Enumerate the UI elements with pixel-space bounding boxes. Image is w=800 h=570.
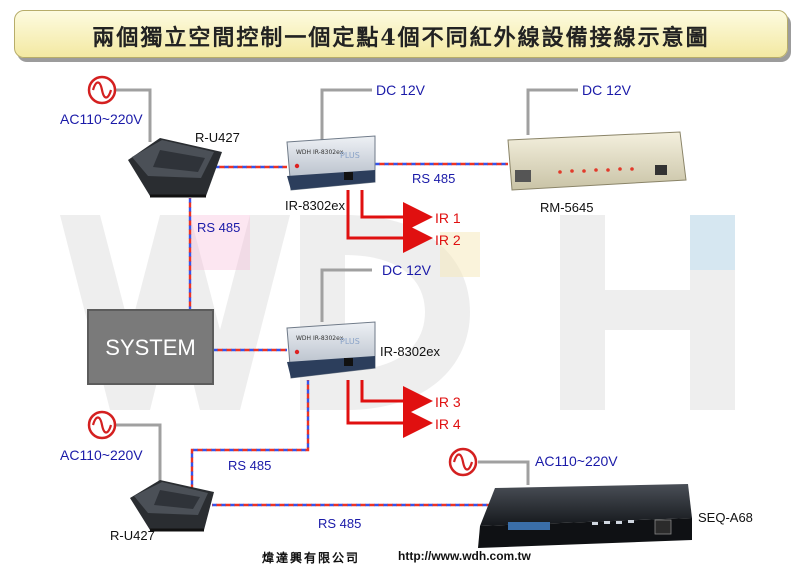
power-cord-ir-top [320, 88, 372, 143]
ir-8302ex-device: WDH IR-8302ex PLUS [286, 135, 376, 191]
dc-power-label: DC 12V [582, 82, 632, 98]
rs485-label: RS 485 [412, 171, 455, 186]
seq-a68-label: SEQ-A68 [698, 510, 753, 525]
watermark-pink-accent [190, 215, 250, 270]
rm-5645-label: RM-5645 [540, 200, 593, 215]
r-u427-device [128, 138, 222, 198]
rs485-wires [188, 162, 508, 507]
ac-power-icon [87, 75, 117, 105]
ir-outputs [346, 190, 433, 438]
ac-power-label: AC110~220V [535, 453, 618, 469]
watermark-blue-accent [690, 215, 735, 270]
r-u427-device [130, 480, 214, 532]
system-box: SYSTEM [87, 309, 214, 385]
system-label: SYSTEM [105, 335, 195, 360]
dc-power-label: DC 12V [382, 262, 432, 278]
ir-face-model: WDH IR-8302ex [296, 335, 344, 342]
power-cord-ir-mid [320, 268, 372, 322]
ir2-label: IR 2 [435, 232, 461, 248]
power-cord-ru427-top [116, 88, 152, 142]
ir-8302ex-label: IR-8302ex [285, 198, 345, 213]
power-cord-seq [478, 460, 530, 485]
ir4-label: IR 4 [435, 416, 461, 432]
ir3-label: IR 3 [435, 394, 461, 410]
r-u427-label: R-U427 [110, 528, 155, 543]
company-name: 煒達興有限公司 [262, 551, 361, 565]
power-cord-ru427-bottom [116, 423, 162, 487]
ir-face-model: WDH IR-8302ex [296, 149, 344, 156]
dc-power-label: DC 12V [376, 82, 426, 98]
rs485-label: RS 485 [318, 516, 361, 531]
rs485-label: RS 485 [228, 458, 271, 473]
ir3-line [360, 380, 433, 416]
watermark-yellow-accent [440, 232, 480, 277]
ac-power-icon [87, 410, 117, 440]
seq-a68-device [478, 484, 692, 548]
ir-face-brand: PLUS [340, 151, 360, 160]
ac-power-label: AC110~220V [60, 111, 143, 127]
ir2-line [346, 190, 433, 253]
ir1-line [360, 190, 433, 232]
ac-power-icon [448, 447, 478, 477]
power-cord-rm5645 [526, 88, 578, 135]
title-banner: 兩個獨立空間控制一個定點4個不同紅外線設備接線示意圖 [14, 10, 788, 58]
ac-power-label: AC110~220V [60, 447, 143, 463]
ir1-label: IR 1 [435, 210, 461, 226]
rm-5645-device [507, 131, 687, 191]
rs485-label: RS 485 [197, 220, 240, 235]
diagram-title: 兩個獨立空間控制一個定點4個不同紅外線設備接線示意圖 [92, 25, 710, 51]
r-u427-label: R-U427 [195, 130, 240, 145]
ir-face-brand: PLUS [340, 337, 360, 346]
ir-8302ex-device: WDH IR-8302ex PLUS [286, 321, 376, 379]
ir4-line [346, 380, 433, 438]
power-cords [116, 88, 578, 487]
ir-8302ex-label: IR-8302ex [380, 344, 440, 359]
company-url[interactable]: http://www.wdh.com.tw [398, 549, 531, 563]
